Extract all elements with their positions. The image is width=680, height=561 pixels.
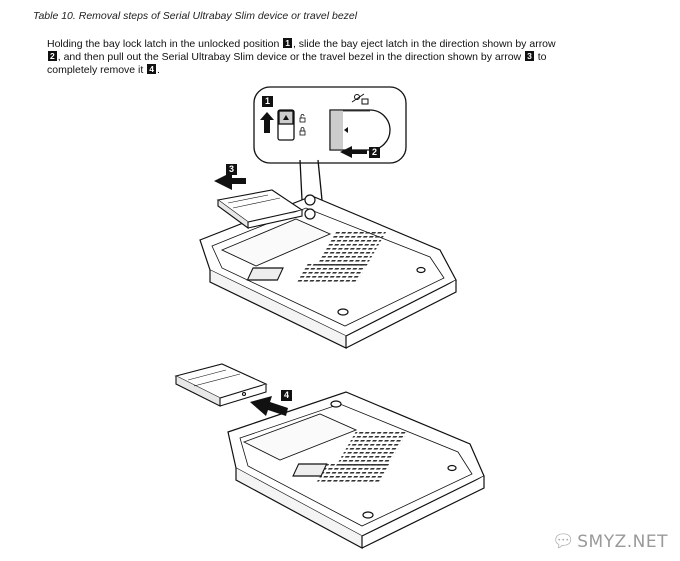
instruction-line-1: Holding the bay lock latch in the unlock… [47, 38, 647, 51]
instruction-fragment: , slide the bay eject latch in the direc… [292, 38, 556, 50]
ultrabay-device-1 [216, 189, 304, 230]
latch-zoom-callout [253, 86, 407, 201]
step-badge-4: 4 [147, 64, 156, 75]
step-badge-1: 1 [283, 38, 292, 48]
callout-label-1: 1 [262, 96, 273, 107]
instruction-line-3: completely remove it 4. [47, 64, 647, 77]
watermark-text: SMYZ.NET [577, 532, 668, 552]
callout-label-2: 2 [369, 147, 380, 158]
ultrabay-device-2 [174, 363, 268, 407]
laptop-bottom-view-1 [199, 194, 457, 349]
instruction-fragment: Holding the bay lock latch in the unlock… [47, 38, 280, 50]
chat-bubble-icon: 💬︎ [551, 531, 576, 552]
callout-label-3: 3 [226, 164, 237, 175]
instruction-fragment: . [156, 64, 160, 77]
pull-arrow-4-icon [250, 396, 288, 416]
laptop-bottom-view-2 [227, 391, 485, 550]
step-badge-3: 3 [525, 51, 534, 62]
instruction-fragment: , and then pull out the Serial Ultrabay … [57, 51, 522, 64]
site-watermark: 💬︎SMYZ.NET [552, 531, 668, 552]
table-caption: Table 10. Removal steps of Serial Ultrab… [33, 10, 358, 22]
step-badge-2: 2 [48, 51, 57, 62]
instruction-line-2: 2, and then pull out the Serial Ultrabay… [47, 51, 647, 64]
instruction-text: Holding the bay lock latch in the unlock… [47, 38, 647, 78]
pull-arrow-3-icon [214, 172, 246, 190]
instruction-fragment: completely remove it [47, 64, 144, 77]
instruction-fragment: to [537, 51, 547, 64]
callout-label-4: 4 [281, 390, 292, 401]
